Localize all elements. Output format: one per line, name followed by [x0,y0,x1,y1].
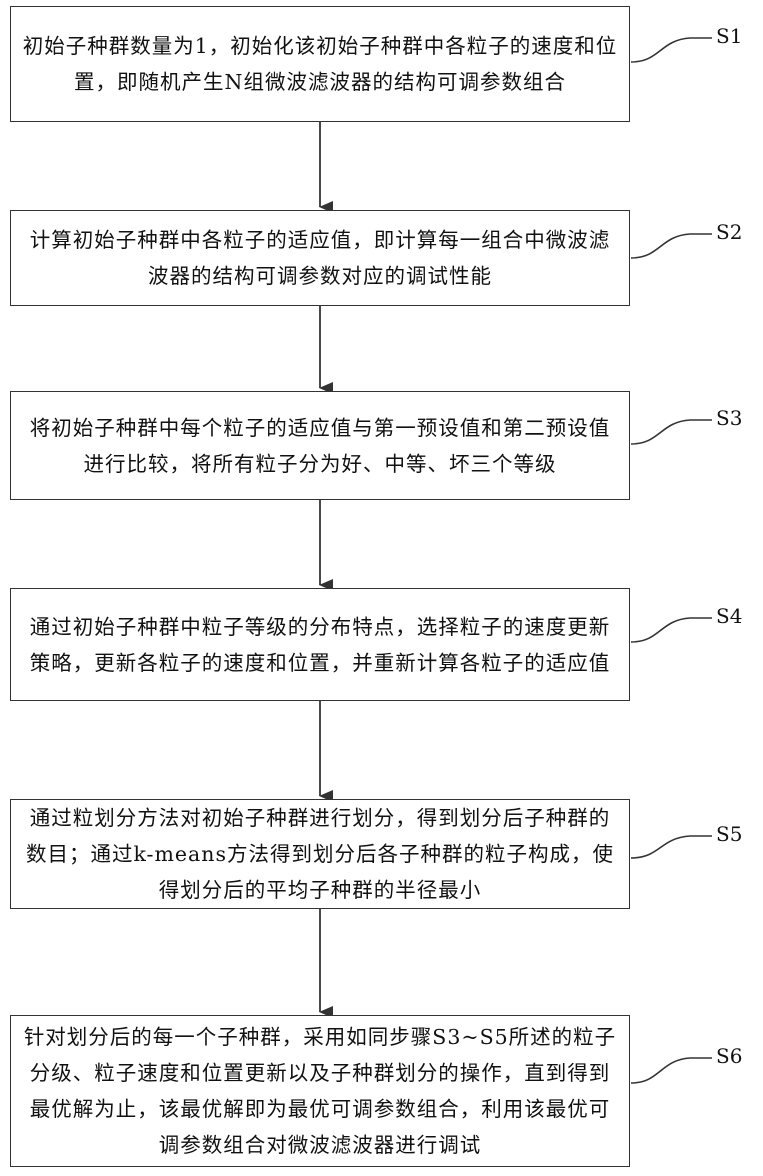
leader-curve-s4 [631,618,712,642]
step-text-s1: 初始子种群数量为1，初始化该初始子种群中各粒子的速度和位置，即随机产生N组微波滤… [21,28,619,100]
step-box-s5: 通过粒划分方法对初始子种群进行划分，得到划分后子种群的数目；通过k-means方… [10,799,630,909]
step-text-s6: 针对划分后的每一个子种群，采用如同步骤S3~S5所述的粒子分级、粒子速度和位置更… [21,1019,619,1163]
step-text-s4: 通过初始子种群中粒子等级的分布特点，选择粒子的速度更新策略，更新各粒子的速度和位… [21,609,619,681]
step-box-s4: 通过初始子种群中粒子等级的分布特点，选择粒子的速度更新策略，更新各粒子的速度和位… [10,588,630,701]
step-label-s4: S4 [716,604,742,628]
step-label-s6: S6 [716,1044,742,1068]
leader-curve-s3 [631,420,712,444]
step-box-s3: 将初始子种群中每个粒子的适应值与第一预设值和第二预设值进行比较，将所有粒子分为好… [10,391,630,500]
step-label-s5: S5 [716,822,742,846]
step-box-s2: 计算初始子种群中各粒子的适应值，即计算每一组合中微波滤波器的结构可调参数对应的调… [10,210,630,306]
step-label-s1: S1 [716,24,742,48]
step-label-s3: S3 [716,406,742,430]
leader-curve-s6 [631,1058,712,1083]
step-text-s2: 计算初始子种群中各粒子的适应值，即计算每一组合中微波滤波器的结构可调参数对应的调… [21,222,619,294]
step-text-s3: 将初始子种群中每个粒子的适应值与第一预设值和第二预设值进行比较，将所有粒子分为好… [21,410,619,482]
step-text-s5: 通过粒划分方法对初始子种群进行划分，得到划分后子种群的数目；通过k-means方… [21,800,619,908]
step-box-s1: 初始子种群数量为1，初始化该初始子种群中各粒子的速度和位置，即随机产生N组微波滤… [10,6,630,122]
leader-curve-s1 [631,38,712,62]
leader-curve-s2 [631,234,712,258]
leader-curve-s5 [631,836,712,858]
step-box-s6: 针对划分后的每一个子种群，采用如同步骤S3~S5所述的粒子分级、粒子速度和位置更… [10,1015,630,1167]
step-label-s2: S2 [716,220,742,244]
